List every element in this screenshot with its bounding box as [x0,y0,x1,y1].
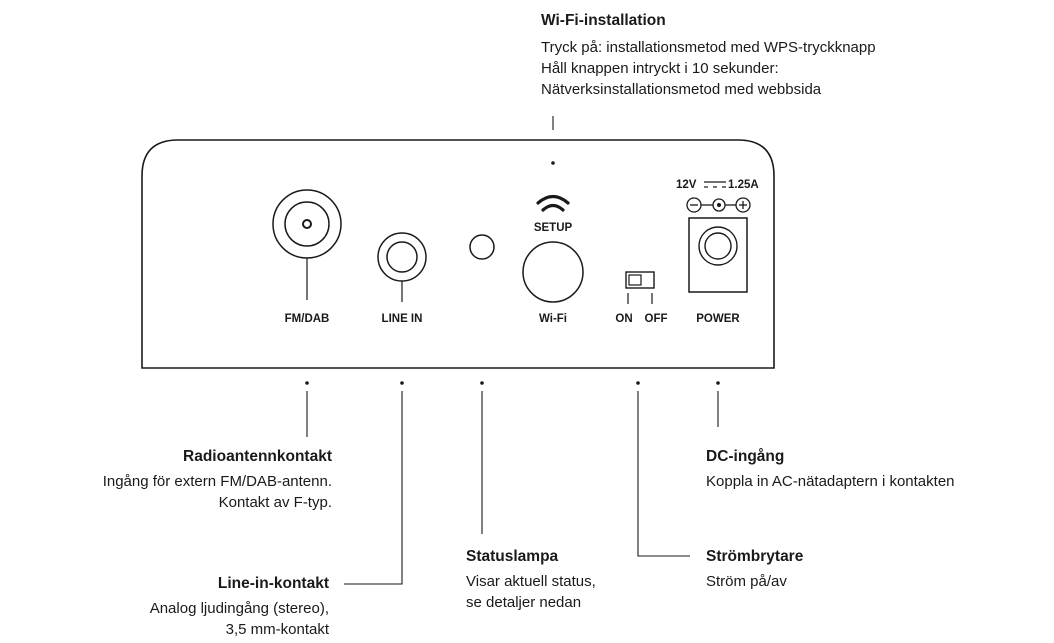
status-lamp-callout: Statuslampa Visar aktuell status, se det… [466,546,596,613]
dc-input-jack [688,217,748,293]
line-in-callout: Line-in-kontakt Analog ljudingång (stere… [150,573,329,640]
power-label: POWER [696,313,740,325]
line-in-label: LINE IN [382,313,423,325]
status-lamp [469,234,495,260]
power-switch-line-1: Ström på/av [706,573,787,590]
wifi-installation-title: Wi-Fi-installation [541,12,666,29]
line-in-line-2: 3,5 mm-kontakt [225,621,329,638]
leader-lines [305,116,720,585]
wifi-installation-callout: Wi-Fi-installation Tryck på: installatio… [541,10,876,100]
radio-antenna-line-2: Kontakt av F-typ. [218,494,332,511]
radio-antenna-callout: Radioantennkontakt Ingång för extern FM/… [103,446,332,513]
line-in-line-1: Analog ljudingång (stereo), [149,600,329,617]
on-label: ON [615,313,632,325]
wifi-installation-line-3: Nätverksinstallationsmetod med webbsida [541,81,822,98]
wifi-installation-line-2: Håll knappen intryckt i 10 sekunder: [541,60,779,77]
dc-input-callout: DC-ingång Koppla in AC-nätadaptern i kon… [706,446,955,492]
wifi-label: Wi-Fi [539,313,567,325]
line-in-jack [377,232,427,302]
setup-label: SETUP [534,222,573,234]
line-in-title: Line-in-kontakt [217,575,329,592]
off-label: OFF [645,313,668,325]
power-switch-title: Strömbrytare [706,548,804,565]
power-switch-callout: Strömbrytare Ström på/av [706,546,803,592]
dc-input-line-1: Koppla in AC-nätadaptern i kontakten [706,473,955,490]
polarity-icon [686,197,751,213]
voltage-label: 12V [676,179,697,191]
status-lamp-line-2: se detaljer nedan [466,594,582,611]
panel-housing [141,139,775,369]
dc-symbol-icon [704,181,726,188]
current-label: 1.25A [728,179,759,191]
power-switch [625,271,655,304]
radio-antenna-line-1: Ingång för extern FM/DAB-antenn. [102,473,332,490]
status-lamp-line-1: Visar aktuell status, [466,573,596,590]
fm-dab-label: FM/DAB [285,313,330,325]
radio-antenna-title: Radioantennkontakt [183,448,332,465]
status-lamp-title: Statuslampa [466,548,559,565]
fm-dab-connector [272,189,342,300]
wifi-installation-line-1: Tryck på: installationsmetod med WPS-try… [541,39,876,56]
wifi-setup-button [522,241,584,303]
dc-input-title: DC-ingång [706,448,785,465]
wifi-signal-icon [536,194,570,212]
